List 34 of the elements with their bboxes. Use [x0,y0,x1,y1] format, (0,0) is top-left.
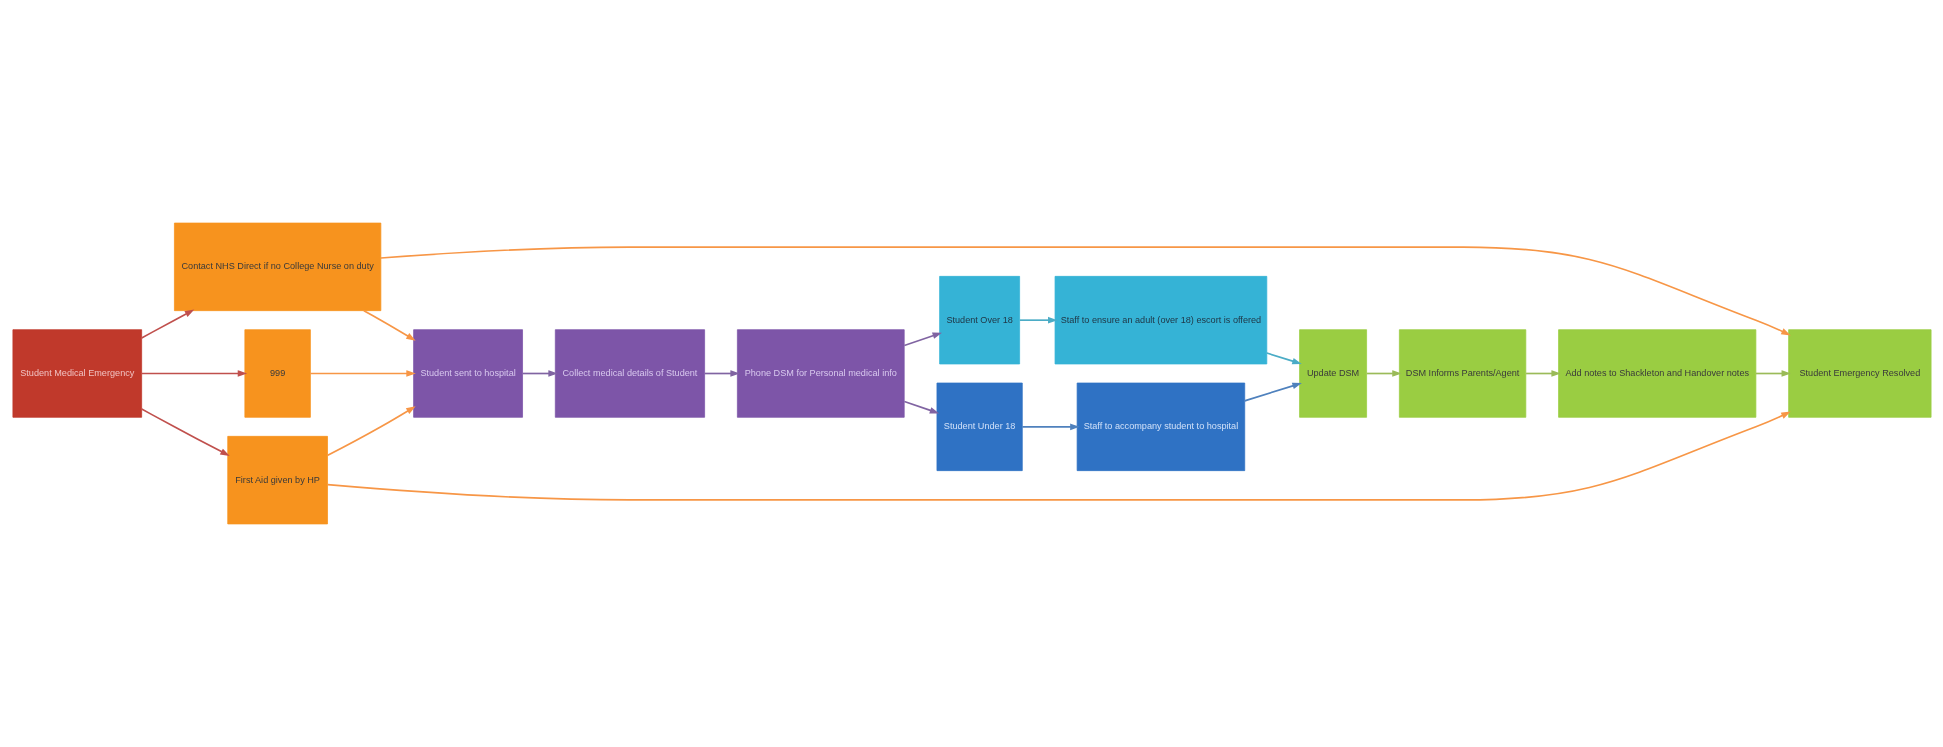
arrow [326,411,1791,501]
node-box: Update DSM [1298,329,1367,418]
node-box: Phone DSM for Personal medical info [736,329,905,418]
arrow [309,370,416,377]
node-box: Student Over 18 [938,276,1020,365]
node-box: Contact NHS Direct if no College Nurse on duty [173,222,381,312]
arrow [379,246,1791,336]
arrow [903,400,939,414]
arrow [1754,370,1791,377]
node-box: Staff to accompany student to hospital [1076,382,1245,471]
arrow [1265,352,1302,365]
node-box: Collect medical details of Student [554,329,705,418]
arrow [1524,370,1561,377]
node-box: Student Medical Emergency [12,329,142,418]
node-box: Student Emergency Resolved [1787,329,1931,418]
node-box: First Aid given by HP [226,435,328,525]
arrow [1243,382,1302,402]
arrow [1018,316,1057,324]
arrow [140,408,230,456]
node-box: Staff to ensure an adult (over 18) escort is offered [1054,276,1267,365]
arrow [1020,423,1080,431]
arrow [1365,370,1402,377]
node-box: Student sent to hospital [412,329,523,418]
arrow [362,309,416,341]
node-box: 999 [244,329,311,418]
node-box: DSM Informs Parents/Agent [1398,329,1526,418]
arrow [703,370,740,377]
arrow [140,370,247,377]
arrow [903,332,942,347]
arrow [140,309,194,339]
arrow [326,406,416,457]
arrow [521,370,558,377]
node-box: Student Under 18 [936,382,1023,471]
node-box: Add notes to Shackleton and Handover notes [1557,329,1756,418]
